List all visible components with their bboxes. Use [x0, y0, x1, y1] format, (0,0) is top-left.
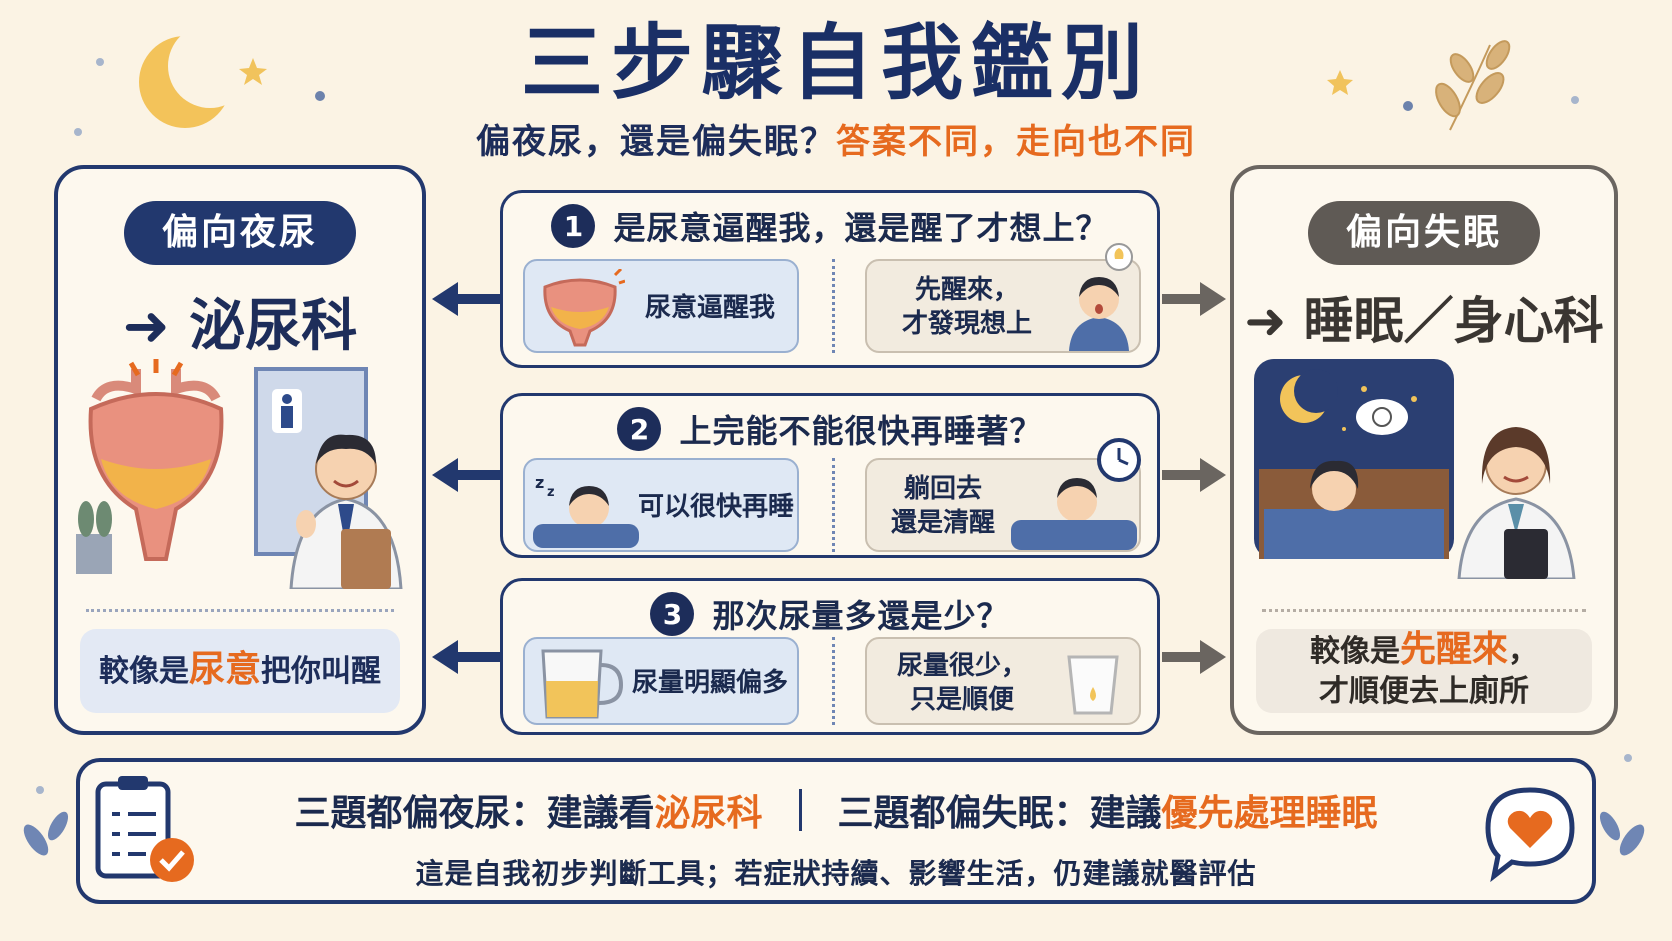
- awake-person-icon: [1069, 243, 1133, 351]
- doctor-icon: [289, 434, 403, 589]
- sleep-department: ➜ 睡眠／身心科: [1234, 281, 1614, 353]
- dot-decoration: [36, 786, 44, 794]
- option-divider: [832, 259, 835, 353]
- question-text: 那次尿量多還是少？: [712, 597, 1010, 635]
- checklist-icon: [95, 776, 194, 882]
- bladder-doctor-illustration: [76, 359, 403, 589]
- small-cup-icon: [1067, 655, 1119, 715]
- question-number: 3: [650, 592, 695, 636]
- panel-divider: [86, 609, 394, 612]
- bed-icon: [1259, 460, 1449, 559]
- subtitle-highlight: 答案不同，走向也不同: [836, 122, 1196, 162]
- insomnia-panel: 偏向失眠 ➜ 睡眠／身心科 較像是先醒來， 才順便去上廁所: [1230, 165, 1618, 735]
- measuring-cup-icon: [541, 649, 623, 719]
- page-subtitle: 偏夜尿，還是偏失眠？答案不同，走向也不同: [0, 120, 1672, 164]
- arrow-right-icon: ➜: [1244, 292, 1287, 350]
- question-text: 上完能不能很快再睡著？: [679, 412, 1043, 450]
- nocturia-pill: 偏向夜尿: [123, 201, 357, 265]
- heart-chat-icon: [1485, 787, 1575, 882]
- question-text: 是尿意逼醒我，還是醒了才想上？: [613, 209, 1109, 247]
- doctor-icon: [1457, 427, 1576, 579]
- option-line: 只是順便: [909, 685, 1014, 715]
- department-label: 睡眠／身心科: [1303, 292, 1604, 350]
- question-card-1: 1 是尿意逼醒我，還是醒了才想上？ 尿意逼醒我 先醒來， 才發現想上: [500, 190, 1160, 368]
- bladder-icon: [88, 359, 224, 561]
- summary-text: 才順便去上廁所: [1319, 674, 1529, 709]
- disclaimer-note: 這是自我初步判斷工具；若症狀持續、影響生活，仍建議就醫評估: [415, 857, 1257, 890]
- summary-text: 較像是: [1309, 634, 1400, 669]
- nocturia-summary: 較像是尿意把你叫醒: [80, 629, 400, 713]
- bladder-icon: [543, 269, 625, 347]
- svg-text:z: z: [547, 485, 555, 500]
- option-label: 躺回去 還是清醒: [873, 472, 1013, 540]
- awake-in-bed-icon: [1011, 438, 1141, 550]
- question-header: 3 那次尿量多還是少？: [503, 591, 1157, 637]
- question-number: 2: [617, 407, 662, 451]
- insomnia-option: 躺回去 還是清醒: [865, 438, 1141, 552]
- question-card-2: 2 上完能不能很快再睡著？ z z 可以很快再睡 躺回去 還是清醒: [500, 393, 1160, 558]
- option-label: 可以很快再睡: [637, 492, 794, 522]
- subtitle-question: 偏夜尿，還是偏失眠？: [476, 122, 836, 162]
- summary-text: 把你叫醒: [261, 654, 381, 689]
- insomnia-doctor-illustration: [1254, 359, 1576, 579]
- nocturia-conclusion: 三題都偏夜尿：建議看: [294, 793, 655, 834]
- plant-icon: [76, 501, 112, 574]
- nocturia-panel: 偏向夜尿 ➜ 泌尿科: [54, 165, 426, 735]
- nocturia-option: z z 可以很快再睡: [523, 458, 799, 552]
- option-line: 尿量很少，: [896, 651, 1027, 681]
- nocturia-option: 尿意逼醒我: [523, 259, 799, 353]
- insomnia-option: 尿量很少， 只是順便: [865, 637, 1141, 725]
- question-header: 2 上完能不能很快再睡著？: [503, 406, 1157, 452]
- arrow-left-icon: [432, 282, 500, 674]
- banner-separator: [798, 789, 802, 831]
- department-label: 泌尿科: [189, 294, 358, 359]
- option-label: 尿量很少， 只是順便: [877, 649, 1047, 717]
- dot-decoration: [1624, 754, 1632, 762]
- panel-divider: [1262, 609, 1586, 612]
- option-line: 躺回去: [903, 474, 982, 504]
- option-line: 才發現想上: [901, 309, 1032, 339]
- insomnia-conclusion: 三題都偏失眠：建議: [837, 793, 1162, 834]
- page-title: 三步驟自我鑑別: [520, 16, 1151, 111]
- summary-text: 較像是: [98, 654, 189, 689]
- insomnia-option: 先醒來， 才發現想上: [865, 243, 1141, 353]
- arrow-right-icon: ➜: [122, 294, 170, 359]
- summary-text: ，: [1508, 634, 1538, 669]
- option-label: 尿意逼醒我: [644, 293, 775, 323]
- option-line: 還是清醒: [890, 508, 995, 538]
- insomnia-conclusion-highlight: 優先處理睡眠: [1161, 793, 1378, 834]
- conclusion-line: 三題都偏夜尿：建議看泌尿科 三題都偏失眠：建議優先處理睡眠: [80, 784, 1592, 836]
- sleeping-person-icon: z z: [533, 473, 639, 548]
- urology-department: ➜ 泌尿科: [58, 281, 422, 362]
- insomnia-pill: 偏向失眠: [1307, 201, 1541, 265]
- option-label: 先醒來， 才發現想上: [877, 273, 1057, 341]
- option-label: 尿量明顯偏多: [631, 668, 788, 698]
- option-divider: [832, 637, 835, 725]
- nocturia-conclusion-highlight: 泌尿科: [654, 793, 763, 834]
- insomnia-summary: 較像是先醒來， 才順便去上廁所: [1256, 629, 1592, 713]
- question-header: 1 是尿意逼醒我，還是醒了才想上？: [503, 203, 1157, 249]
- arrow-right-icon: [1162, 282, 1226, 674]
- option-line: 先醒來，: [914, 275, 1019, 305]
- summary-highlight: 尿意: [188, 649, 261, 690]
- summary-highlight: 先醒來: [1399, 629, 1508, 670]
- option-divider: [832, 458, 835, 552]
- conclusion-banner: 三題都偏夜尿：建議看泌尿科 三題都偏失眠：建議優先處理睡眠 這是自我初步判斷工具…: [76, 758, 1596, 904]
- question-card-3: 3 那次尿量多還是少？ 尿量明顯偏多 尿量很少， 只是順便: [500, 578, 1160, 735]
- question-number: 1: [551, 204, 596, 248]
- nocturia-option: 尿量明顯偏多: [523, 637, 799, 725]
- svg-text:z: z: [535, 473, 544, 492]
